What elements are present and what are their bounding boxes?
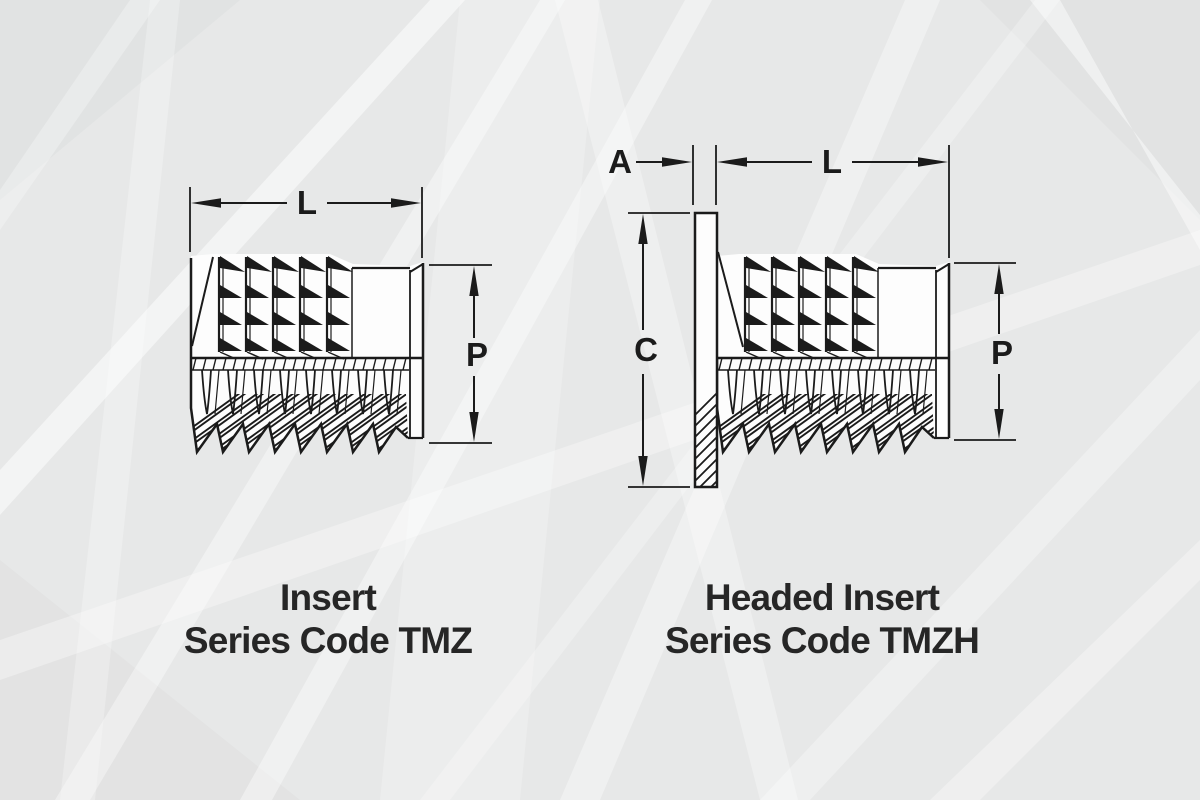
tmzh-dimension-L: L bbox=[717, 143, 950, 258]
tmz-dimension-P: P bbox=[429, 264, 492, 444]
tmz-dimension-L: L bbox=[189, 184, 423, 258]
tmzh-dimension-A: A bbox=[608, 143, 717, 205]
tmzh-dimension-P: P bbox=[954, 262, 1016, 441]
tmzh-caption: Headed Insert Series Code TMZH bbox=[664, 577, 980, 663]
tmzh-caption-line2: Series Code TMZH bbox=[664, 619, 980, 661]
tmzh-flange-head bbox=[693, 211, 719, 489]
tmz-drawing: L P bbox=[140, 184, 498, 465]
tmzh-dimension-label-A: A bbox=[608, 143, 632, 180]
tmzh-caption-line1: Headed Insert bbox=[704, 577, 940, 618]
tmzh-dimension-label-C: C bbox=[634, 331, 658, 368]
tmz-dimension-label-L: L bbox=[297, 184, 317, 221]
tmz-caption-line2: Series Code TMZ bbox=[183, 619, 473, 661]
tmz-caption: Insert Series Code TMZ bbox=[183, 577, 473, 663]
tmzh-dimension-C: C bbox=[628, 212, 690, 488]
tmz-dimension-label-P: P bbox=[466, 336, 488, 373]
tmz-caption-line1: Insert bbox=[280, 577, 377, 618]
tmzh-dimension-label-L: L bbox=[822, 143, 842, 180]
tmzh-dimension-label-P: P bbox=[991, 334, 1013, 371]
tmzh-drawing: A L C P bbox=[608, 143, 1024, 489]
